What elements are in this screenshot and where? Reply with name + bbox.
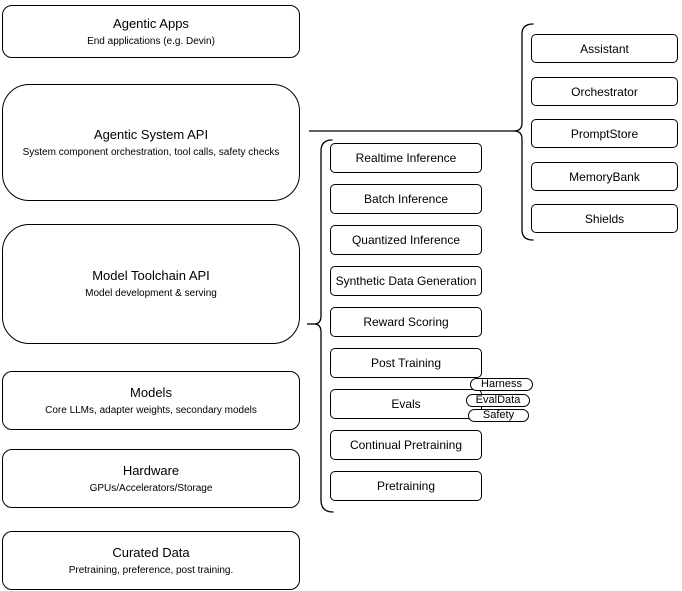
node-subtitle: Model development & serving [85,288,217,299]
node-memorybank: MemoryBank [531,162,678,191]
node-title: Agentic Apps [113,15,189,31]
node-realtime-inference: Realtime Inference [330,143,482,173]
tag-label: Safety [482,409,515,421]
node-subtitle: GPUs/Accelerators/Storage [89,482,213,494]
node-title: Models [130,384,172,400]
node-label: Quantized Inference [351,233,461,247]
node-evals: Evals [330,389,482,419]
node-label: Reward Scoring [363,315,449,329]
node-agentic-system-api: Agentic System API System component orch… [2,84,300,201]
node-curated-data: Curated Data Pretraining, preference, po… [2,531,300,590]
node-orchestrator: Orchestrator [531,77,678,106]
tag-evaldata: EvalData [466,394,530,407]
components-brace [513,23,534,241]
node-quantized-inference: Quantized Inference [330,225,482,255]
node-post-training: Post Training [330,348,482,378]
node-label: Realtime Inference [355,151,457,165]
node-shields: Shields [531,204,678,233]
node-label: PromptStore [570,126,639,141]
node-assistant: Assistant [531,34,678,63]
node-reward-scoring: Reward Scoring [330,307,482,337]
node-label: Orchestrator [571,84,638,99]
node-label: Shields [584,211,625,226]
node-agentic-apps: Agentic Apps End applications (e.g. Devi… [2,5,300,58]
node-label: Synthetic Data Generation [335,274,477,288]
tag-harness: Harness [470,378,533,391]
node-subtitle: Core LLMs, adapter weights, secondary mo… [45,404,257,416]
node-label: Assistant [580,41,629,56]
node-pretraining: Pretraining [330,471,482,501]
node-subtitle: End applications (e.g. Devin) [87,35,215,47]
tag-label: EvalData [475,394,521,406]
node-label: Post Training [370,356,442,370]
node-batch-inference: Batch Inference [330,184,482,214]
node-label: Batch Inference [363,192,449,206]
node-continual-pretraining: Continual Pretraining [330,430,482,460]
node-label: Evals [391,397,421,411]
node-title: Agentic System API [93,126,209,142]
node-model-toolchain-api: Model Toolchain API Model development & … [2,224,300,344]
toolchain-brace [313,139,334,513]
node-label: MemoryBank [569,169,640,184]
node-synthetic-data-generation: Synthetic Data Generation [330,266,482,296]
node-models: Models Core LLMs, adapter weights, secon… [2,371,300,430]
node-title: Curated Data [112,544,190,560]
node-title: Hardware [122,462,180,478]
node-promptstore: PromptStore [531,119,678,148]
node-hardware: Hardware GPUs/Accelerators/Storage [2,449,300,508]
tag-label: Harness [481,378,522,390]
node-label: Continual Pretraining [349,438,463,452]
node-label: Pretraining [376,479,436,493]
node-title: Model Toolchain API [92,268,210,283]
tag-safety: Safety [468,409,529,422]
node-subtitle: Pretraining, preference, post training. [68,564,234,576]
node-subtitle: System component orchestration, tool cal… [22,146,280,158]
